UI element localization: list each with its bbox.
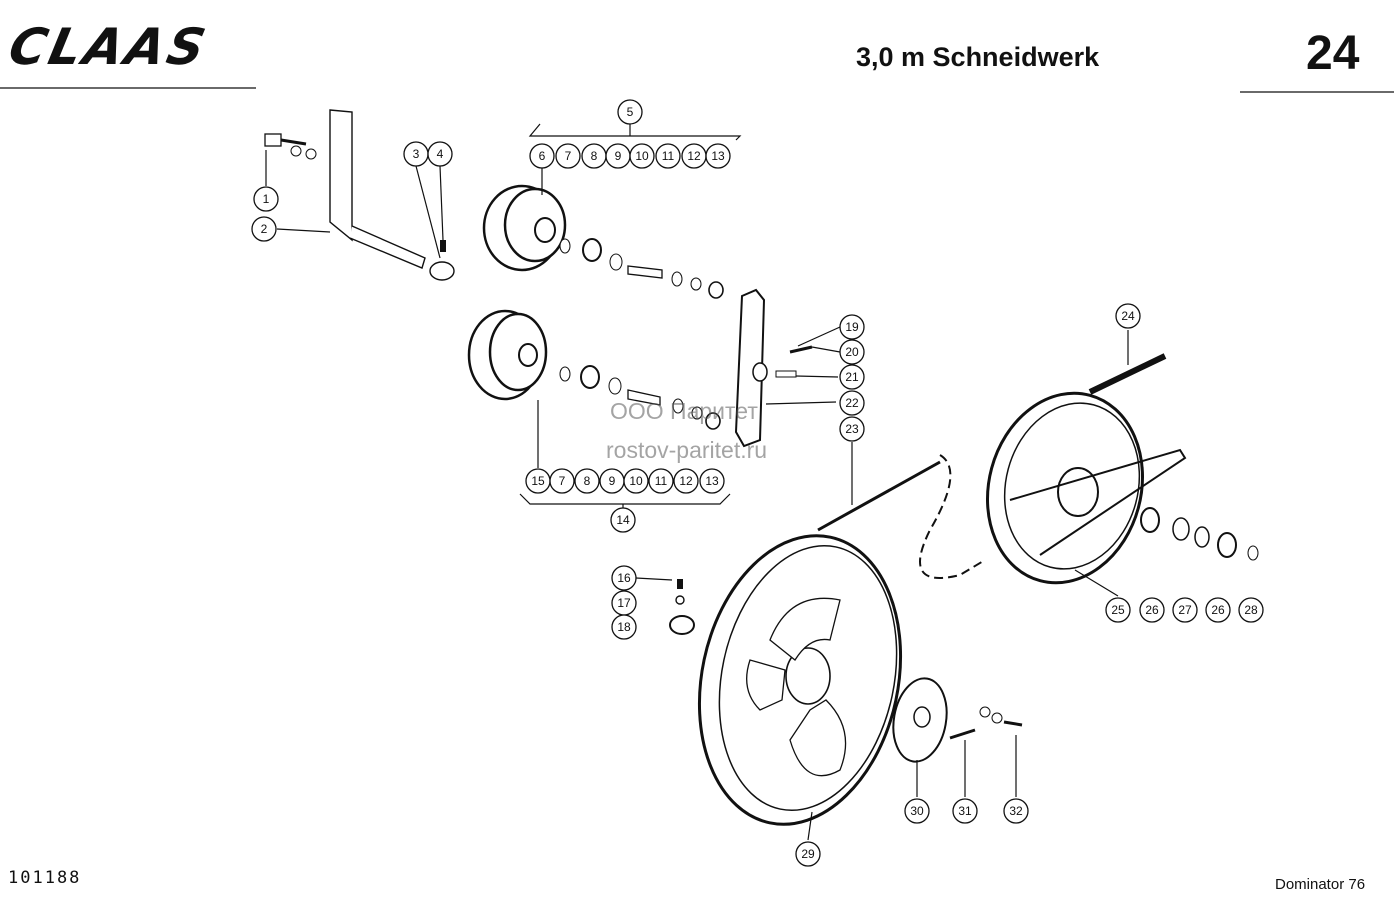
page-number: 24 [1306, 27, 1360, 80]
callout-16: 16 [611, 565, 637, 591]
callout-31: 31 [952, 798, 978, 824]
svg-text:7: 7 [565, 149, 572, 163]
svg-text:18: 18 [617, 620, 631, 634]
svg-text:28: 28 [1244, 603, 1258, 617]
callout-17: 17 [611, 590, 637, 616]
page-title: 3,0 m Schneidwerk [856, 42, 1100, 72]
callout-8-lower: 8 [574, 468, 600, 494]
svg-text:32: 32 [1009, 804, 1023, 818]
svg-text:7: 7 [559, 474, 566, 488]
svg-text:4: 4 [437, 147, 444, 161]
callout-8-upper: 8 [581, 143, 607, 169]
svg-text:14: 14 [616, 513, 630, 527]
callout-30: 30 [904, 798, 930, 824]
callout-12-lower: 12 [673, 468, 699, 494]
callout-19: 19 [839, 314, 865, 340]
callout-15: 15 [525, 468, 551, 494]
svg-text:25: 25 [1111, 603, 1125, 617]
callout-6: 6 [529, 143, 555, 169]
bracket-arm [264, 109, 455, 281]
callout-26-b: 26 [1205, 597, 1231, 623]
svg-text:6: 6 [539, 149, 546, 163]
svg-text:29: 29 [801, 847, 815, 861]
leader-lines [265, 123, 1129, 841]
callout-10-lower: 10 [623, 468, 649, 494]
callout-7-upper: 7 [555, 143, 581, 169]
callout-3: 3 [403, 141, 429, 167]
callout-2: 2 [251, 216, 277, 242]
callout-10-upper: 10 [629, 143, 655, 169]
svg-text:22: 22 [845, 396, 859, 410]
callout-27: 27 [1172, 597, 1198, 623]
watermark-company: ООО Паритет [610, 398, 758, 424]
pulley-hub [892, 677, 1023, 763]
upper-idler-pulley [482, 184, 724, 299]
main-pulley [697, 534, 903, 826]
svg-text:27: 27 [1178, 603, 1192, 617]
document-number: 101188 [8, 868, 82, 888]
callout-9-lower: 9 [599, 468, 625, 494]
svg-text:12: 12 [687, 149, 701, 163]
callout-5: 5 [617, 99, 643, 125]
callout-12-upper: 12 [681, 143, 707, 169]
machine-model: Dominator 76 [1275, 876, 1366, 893]
callout-14: 14 [610, 507, 636, 533]
watermark-website: rostov-paritet.ru [606, 437, 768, 463]
svg-text:12: 12 [679, 474, 693, 488]
svg-text:26: 26 [1211, 603, 1225, 617]
svg-text:1: 1 [263, 192, 270, 206]
callout-26-a: 26 [1139, 597, 1165, 623]
callout-11-lower: 11 [648, 468, 674, 494]
callout-23: 23 [839, 416, 865, 442]
callout-32: 32 [1003, 798, 1029, 824]
svg-text:15: 15 [531, 474, 545, 488]
svg-text:23: 23 [845, 422, 859, 436]
lower-idler-pulley [467, 309, 721, 430]
svg-text:16: 16 [617, 571, 631, 585]
small-parts-16-18 [669, 579, 695, 635]
callout-4: 4 [427, 141, 453, 167]
svg-text:19: 19 [845, 320, 859, 334]
svg-text:21: 21 [845, 370, 859, 384]
svg-text:10: 10 [629, 474, 643, 488]
callout-13-upper: 13 [705, 143, 731, 169]
drive-belts [817, 353, 1167, 579]
svg-text:8: 8 [584, 474, 591, 488]
drive-pulley [985, 391, 1259, 585]
svg-text:13: 13 [711, 149, 725, 163]
tension-lever [734, 288, 813, 448]
callout-18: 18 [611, 614, 637, 640]
svg-text:17: 17 [617, 596, 631, 610]
callout-20: 20 [839, 339, 865, 365]
svg-text:26: 26 [1145, 603, 1159, 617]
callout-7-lower: 7 [549, 468, 575, 494]
callout-24: 24 [1115, 303, 1141, 329]
svg-text:8: 8 [591, 149, 598, 163]
svg-text:3: 3 [413, 147, 420, 161]
callout-1: 1 [253, 186, 279, 212]
svg-text:5: 5 [627, 105, 634, 119]
svg-text:2: 2 [261, 222, 268, 236]
svg-text:20: 20 [845, 345, 859, 359]
callout-13-lower: 13 [699, 468, 725, 494]
svg-text:13: 13 [705, 474, 719, 488]
callout-25: 25 [1105, 597, 1131, 623]
svg-text:30: 30 [910, 804, 924, 818]
callout-21: 21 [839, 364, 865, 390]
svg-text:9: 9 [615, 149, 622, 163]
svg-text:10: 10 [635, 149, 649, 163]
callout-22: 22 [839, 390, 865, 416]
svg-text:11: 11 [662, 149, 675, 163]
callout-11-upper: 11 [655, 143, 681, 169]
svg-text:11: 11 [655, 474, 668, 488]
callout-9-upper: 9 [605, 143, 631, 169]
svg-text:24: 24 [1121, 309, 1135, 323]
callout-group: 1 2 3 4 5 6 7 8 9 10 11 12 13 14 15 7 8 … [251, 99, 1264, 867]
svg-text:31: 31 [958, 804, 972, 818]
callout-28: 28 [1238, 597, 1264, 623]
svg-text:9: 9 [609, 474, 616, 488]
callout-29: 29 [795, 841, 821, 867]
